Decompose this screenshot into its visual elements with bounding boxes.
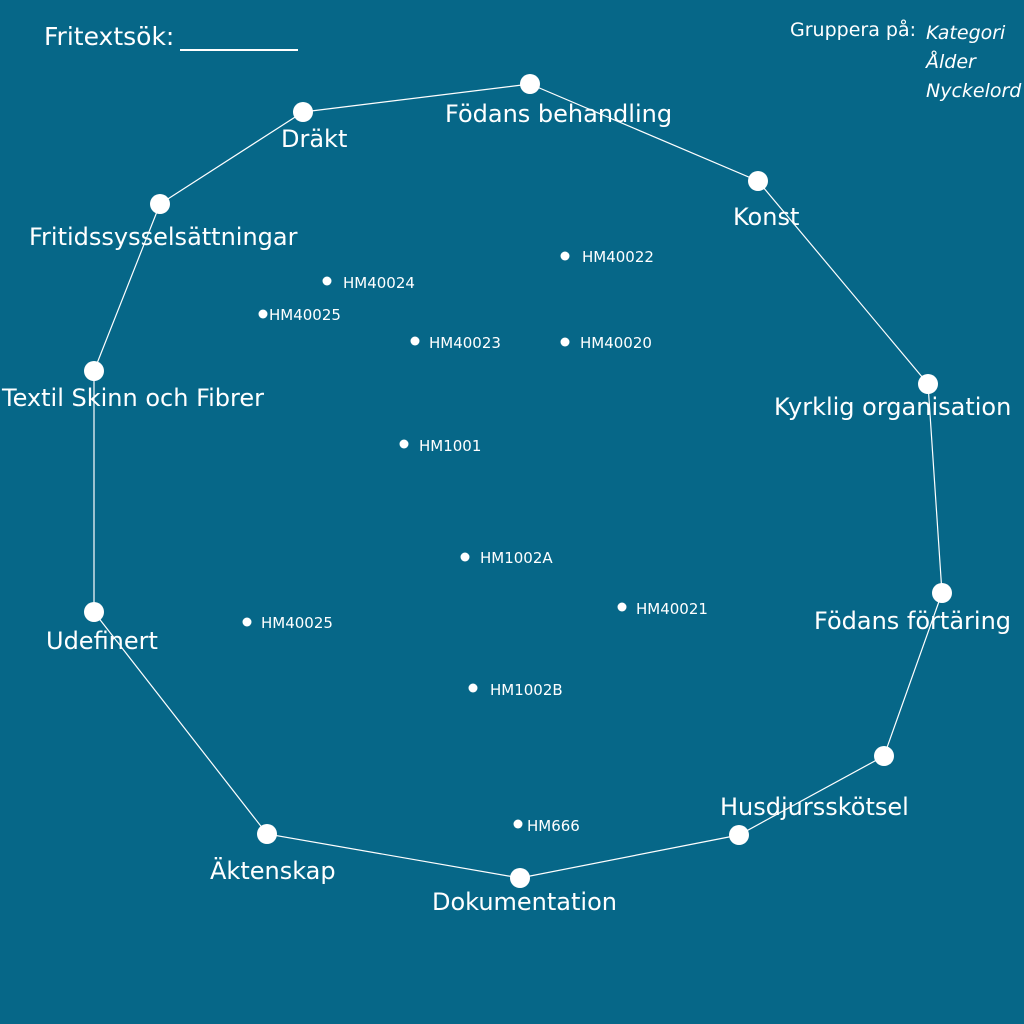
item-dot-hm40025-top[interactable] — [258, 309, 268, 319]
item-dot-hm40021[interactable] — [617, 602, 627, 612]
category-label-konst[interactable]: Konst — [733, 203, 799, 231]
group-option-kategori[interactable]: Kategori — [926, 22, 1006, 44]
category-node-textil[interactable] — [84, 361, 104, 381]
item-dot-hm40022[interactable] — [560, 251, 570, 261]
item-dot-hm1002a[interactable] — [460, 552, 470, 562]
item-label-hm1002b[interactable]: HM1002B — [490, 681, 563, 699]
category-node-husdjursskotsel-2[interactable] — [729, 825, 749, 845]
category-node-fodans-behandling[interactable] — [520, 74, 540, 94]
item-label-hm1001[interactable]: HM1001 — [419, 437, 481, 455]
category-node-aktenskap[interactable] — [257, 824, 277, 844]
category-label-drakt[interactable]: Dräkt — [281, 125, 347, 153]
category-label-fritidssysselsattningar[interactable]: Fritidssysselsättningar — [29, 223, 298, 251]
item-label-hm40022[interactable]: HM40022 — [582, 248, 654, 266]
item-label-hm40021[interactable]: HM40021 — [636, 600, 708, 618]
item-dot-hm666[interactable] — [513, 819, 523, 829]
category-label-textil[interactable]: Textil Skinn och Fibrer — [1, 384, 264, 412]
item-dot-hm40023[interactable] — [410, 336, 420, 346]
category-node-fritidssysselsattningar[interactable] — [150, 194, 170, 214]
item-dot-hm1001[interactable] — [399, 439, 409, 449]
category-node-udefinert[interactable] — [84, 602, 104, 622]
item-label-hm40023[interactable]: HM40023 — [429, 334, 501, 352]
category-label-udefinert[interactable]: Udefinert — [46, 627, 158, 655]
group-option-nyckelord[interactable]: Nyckelord — [926, 80, 1022, 102]
item-label-hm1002a[interactable]: HM1002A — [480, 549, 553, 567]
category-label-dokumentation[interactable]: Dokumentation — [432, 888, 617, 916]
category-node-kyrklig-organisation[interactable] — [918, 374, 938, 394]
group-by-label: Gruppera på: — [790, 19, 916, 41]
category-node-konst[interactable] — [748, 171, 768, 191]
category-label-husdjursskotsel[interactable]: Husdjursskötsel — [720, 793, 909, 821]
item-label-hm40024[interactable]: HM40024 — [343, 274, 415, 292]
search-input[interactable] — [180, 23, 299, 51]
category-node-fodans-fortaring[interactable] — [932, 583, 952, 603]
category-node-dokumentation[interactable] — [510, 868, 530, 888]
item-dot-hm40025-bottom[interactable] — [242, 617, 252, 627]
item-dot-hm40024[interactable] — [322, 276, 332, 286]
category-ring — [93, 83, 943, 879]
group-by-options: Kategori Ålder Nyckelord — [926, 19, 1021, 106]
item-dot-hm40020[interactable] — [560, 337, 570, 347]
category-label-fodans-behandling[interactable]: Födans behandling — [445, 100, 672, 128]
group-option-alder[interactable]: Ålder — [926, 51, 976, 73]
item-label-hm40025-top[interactable]: HM40025 — [269, 306, 341, 324]
free-text-search[interactable]: Fritextsök: — [44, 22, 299, 51]
search-label: Fritextsök: — [44, 22, 175, 51]
category-node-drakt[interactable] — [293, 102, 313, 122]
item-label-hm666[interactable]: HM666 — [527, 817, 580, 835]
item-dot-hm1002b[interactable] — [468, 683, 478, 693]
category-label-fodans-fortaring[interactable]: Födans förtäring — [814, 607, 1011, 635]
category-label-aktenskap[interactable]: Äktenskap — [210, 856, 336, 885]
item-label-hm40020[interactable]: HM40020 — [580, 334, 652, 352]
category-node-husdjursskotsel[interactable] — [874, 746, 894, 766]
item-label-hm40025-bottom[interactable]: HM40025 — [261, 614, 333, 632]
category-label-kyrklig-organisation[interactable]: Kyrklig organisation — [774, 393, 1011, 421]
